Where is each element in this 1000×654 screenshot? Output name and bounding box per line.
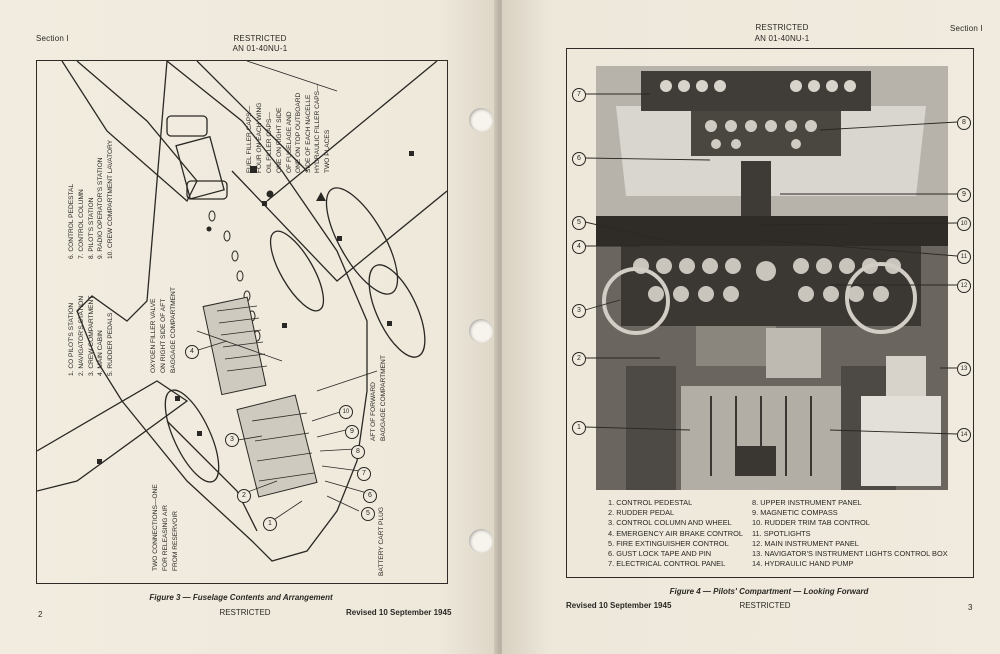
- aft-baggage-note: AFT OF FORWARD BAGGAGE COMPARTMENT: [369, 355, 389, 441]
- legend-item: 4. EMERGENCY AIR BRAKE CONTROL: [608, 528, 743, 538]
- callout-3: 3: [572, 304, 586, 318]
- left-revised-date: Revised 10 September 1945: [346, 608, 452, 617]
- callout-8: 8: [957, 116, 971, 130]
- callout-9: 9: [957, 188, 971, 202]
- hydraulic-filler-note: HYDRAULIC FILLER CAPS— TWO PLACES: [313, 84, 333, 173]
- binder-hole: [469, 529, 493, 553]
- note-line: HYDRAULIC FILLER CAPS—: [314, 84, 321, 173]
- legend-item: 1. CO PILOT'S STATION: [68, 302, 75, 376]
- binder-hole: [469, 319, 493, 343]
- figure-3-legend-col2: 6. CONTROL PEDESTAL 7. CONTROL COLUMN 8.…: [67, 140, 116, 259]
- right-page-number: 3: [968, 603, 973, 612]
- legend-item: 10. RUDDER TRIM TAB CONTROL: [752, 518, 870, 528]
- legend-item: 5. FIRE EXTINGUISHER CONTROL: [608, 538, 729, 548]
- binder-hole: [469, 108, 493, 132]
- callout-13: 13: [957, 362, 971, 376]
- callout-5: 5: [361, 507, 375, 521]
- callout-1: 1: [263, 517, 277, 531]
- callout-10: 10: [339, 405, 353, 419]
- right-section-label: Section I: [950, 24, 983, 33]
- callout-12: 12: [957, 279, 971, 293]
- legend-item: 6. GUST LOCK TAPE AND PIN: [608, 549, 712, 559]
- right-manual-number: AN 01-40NU-1: [754, 34, 810, 43]
- note-line: OF FUSELAGE AND: [285, 111, 293, 173]
- legend-item: 14. HYDRAULIC HAND PUMP: [752, 559, 854, 569]
- callout-14: 14: [957, 428, 971, 442]
- left-manual-number: AN 01-40NU-1: [232, 44, 288, 53]
- note-line: BAGGAGE COMPARTMENT: [379, 355, 387, 441]
- left-page: Section I RESTRICTED AN 01-40NU-1: [0, 0, 498, 654]
- legend-item: 5. RUDDER PEDALS: [107, 312, 115, 376]
- figure-4-caption: Figure 4 — Pilots' Compartment — Looking…: [669, 587, 869, 596]
- figure-3-legend-col1: 1. CO PILOT'S STATION 2. NAVIGATOR'S STA…: [67, 296, 116, 376]
- callout-6: 6: [572, 152, 586, 166]
- legend-item: 3. CONTROL COLUMN AND WHEEL: [608, 518, 732, 528]
- callout-4: 4: [572, 240, 586, 254]
- callout-5: 5: [572, 216, 586, 230]
- oil-filler-note: OIL FILLER CAPS— ONE ON RIGHT SIDE OF FU…: [265, 93, 314, 173]
- two-connections-note: TWO CONNECTIONS—ONE FOR RELEASING AIR FR…: [151, 484, 180, 571]
- legend-item: 9. RADIO OPERATOR'S STATION: [97, 157, 105, 259]
- legend-item: 7. ELECTRICAL CONTROL PANEL: [608, 559, 726, 569]
- note-line: FUEL FILLER CAPS—: [246, 105, 253, 173]
- callout-10: 10: [957, 217, 971, 231]
- cockpit-illustration: [596, 66, 948, 490]
- callout-3: 3: [225, 433, 239, 447]
- left-section-label: Section I: [36, 34, 69, 43]
- battery-cart-note: BATTERY CART PLUG: [378, 506, 385, 576]
- left-page-number: 2: [38, 610, 43, 619]
- legend-item: 3. CREW COMPARTMENT: [87, 295, 95, 376]
- note-line: AFT OF FORWARD: [370, 382, 377, 441]
- note-line: OIL FILLER CAPS—: [266, 112, 273, 173]
- legend-item: 9. MAGNETIC COMPASS: [752, 508, 838, 518]
- oxygen-filler-note: OXYGEN FILLER VALVE ON RIGHT SIDE OF AFT…: [149, 287, 178, 373]
- cockpit-photo: [596, 66, 948, 490]
- fuel-filler-note: FUEL FILLER CAPS— FOUR ON EACH WING: [245, 103, 265, 173]
- legend-item: 13. NAVIGATOR'S INSTRUMENT LIGHTS CONTRO…: [752, 549, 948, 559]
- legend-item: 7. CONTROL COLUMN: [77, 189, 85, 259]
- figure-4-frame: [566, 48, 974, 578]
- legend-item: 2. RUDDER PEDAL: [608, 508, 675, 518]
- callout-1: 1: [572, 421, 586, 435]
- legend-item: 4. MAIN CABIN: [97, 330, 105, 376]
- legend-item: 12. MAIN INSTRUMENT PANEL: [752, 538, 859, 548]
- figure-3-frame: 1. CO PILOT'S STATION 2. NAVIGATOR'S STA…: [36, 60, 448, 584]
- callout-7: 7: [357, 467, 371, 481]
- note-line: BAGGAGE COMPARTMENT: [169, 287, 177, 373]
- figure-4-legend-col1: 1. CONTROL PEDESTAL 2. RUDDER PEDAL 3. C…: [608, 498, 743, 569]
- figure-3-caption: Figure 3 — Fuselage Contents and Arrange…: [149, 593, 333, 602]
- left-restricted-top: RESTRICTED: [233, 34, 287, 43]
- callout-11: 11: [957, 250, 971, 264]
- note-line: ONE ON TOP OUTBOARD: [295, 92, 303, 173]
- note-line: ONE ON RIGHT SIDE: [275, 107, 283, 173]
- legend-item: 10. CREW COMPARTMENT LAVATORY: [107, 139, 115, 259]
- callout-7: 7: [572, 88, 586, 102]
- note-line: ON RIGHT SIDE OF AFT: [159, 298, 167, 373]
- legend-item: 2. NAVIGATOR'S STATION: [77, 295, 85, 376]
- right-restricted-top: RESTRICTED: [755, 23, 809, 32]
- legend-item: 1. CONTROL PEDESTAL: [608, 498, 693, 507]
- legend-item: 11. SPOTLIGHTS: [752, 528, 811, 538]
- callout-6: 6: [363, 489, 377, 503]
- callout-2: 2: [237, 489, 251, 503]
- note-line: TWO PLACES: [323, 129, 331, 173]
- note-line: FOR RELEASING AIR: [161, 505, 169, 571]
- callout-9: 9: [345, 425, 359, 439]
- note-line: FOUR ON EACH WING: [255, 102, 263, 173]
- figure-4-legend-col2: 8. UPPER INSTRUMENT PANEL 9. MAGNETIC CO…: [752, 498, 948, 569]
- callout-4: 4: [185, 345, 199, 359]
- left-restricted-bottom: RESTRICTED: [219, 608, 271, 617]
- right-restricted-bottom: RESTRICTED: [739, 601, 791, 610]
- note-line: TWO CONNECTIONS—ONE: [152, 484, 159, 571]
- legend-item: 6. CONTROL PEDESTAL: [68, 183, 75, 259]
- note-line: OXYGEN FILLER VALVE: [150, 298, 157, 373]
- fuselage-drawing: [37, 61, 447, 562]
- legend-item: 8. UPPER INSTRUMENT PANEL: [752, 498, 862, 507]
- callout-2: 2: [572, 352, 586, 366]
- legend-item: 8. PILOT'S STATION: [87, 197, 95, 259]
- right-revised-date: Revised 10 September 1945: [566, 601, 672, 610]
- callout-8: 8: [351, 445, 365, 459]
- note-line: FROM RESERVOIR: [171, 511, 179, 571]
